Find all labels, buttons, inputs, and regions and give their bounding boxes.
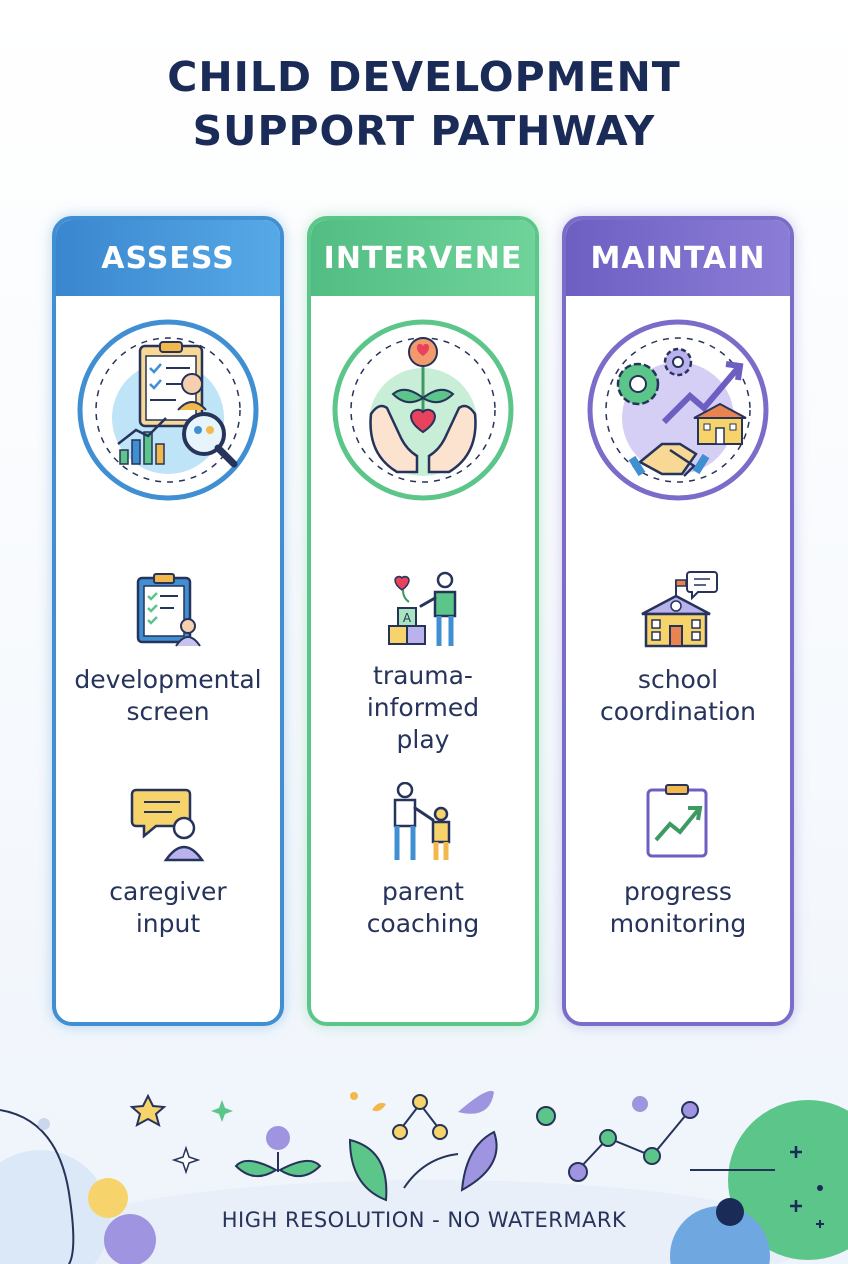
intervene-heading: INTERVENE [311,220,535,296]
parent-child-icon [393,782,451,860]
speech-bubble-person-icon [130,788,205,862]
title-line-1: CHILD DEVELOPMENT [167,53,681,101]
hands-flower-heart-icon [332,319,514,501]
trauma-informed-play-label: trauma- informed play [366,661,480,754]
progress-chart-clipboard-icon [646,784,708,858]
intervene-column: INTERVENE A trauma- informed play [307,216,539,1026]
maintain-column: MAINTAIN school coor [562,216,794,1026]
gears-growth-handshake-icon [587,319,769,501]
parent-coaching-label: parent coaching [366,877,480,938]
block-letter: A [403,611,412,625]
footer-decoration [0,1090,848,1264]
footer-text: HIGH RESOLUTION - NO WATERMARK [221,1208,627,1232]
assess-heading: ASSESS [56,220,280,296]
caregiver-input-label: caregiver input [109,877,227,938]
assess-column: ASSESS developmenta [52,216,284,1026]
blocks-play-person-icon: A [388,571,457,646]
maintain-heading: MAINTAIN [566,220,790,296]
progress-monitoring-label: progress monitoring [609,877,747,938]
page-title: CHILD DEVELOPMENT SUPPORT PATHWAY [0,50,848,158]
assessment-clipboard-magnifier-icon [77,319,259,501]
school-chat-icon [641,571,718,648]
developmental-screen-label: developmental screen [74,665,262,726]
title-line-2: SUPPORT PATHWAY [192,107,656,155]
school-coordination-label: school coordination [599,665,757,726]
clipboard-checklist-icon [136,573,201,647]
